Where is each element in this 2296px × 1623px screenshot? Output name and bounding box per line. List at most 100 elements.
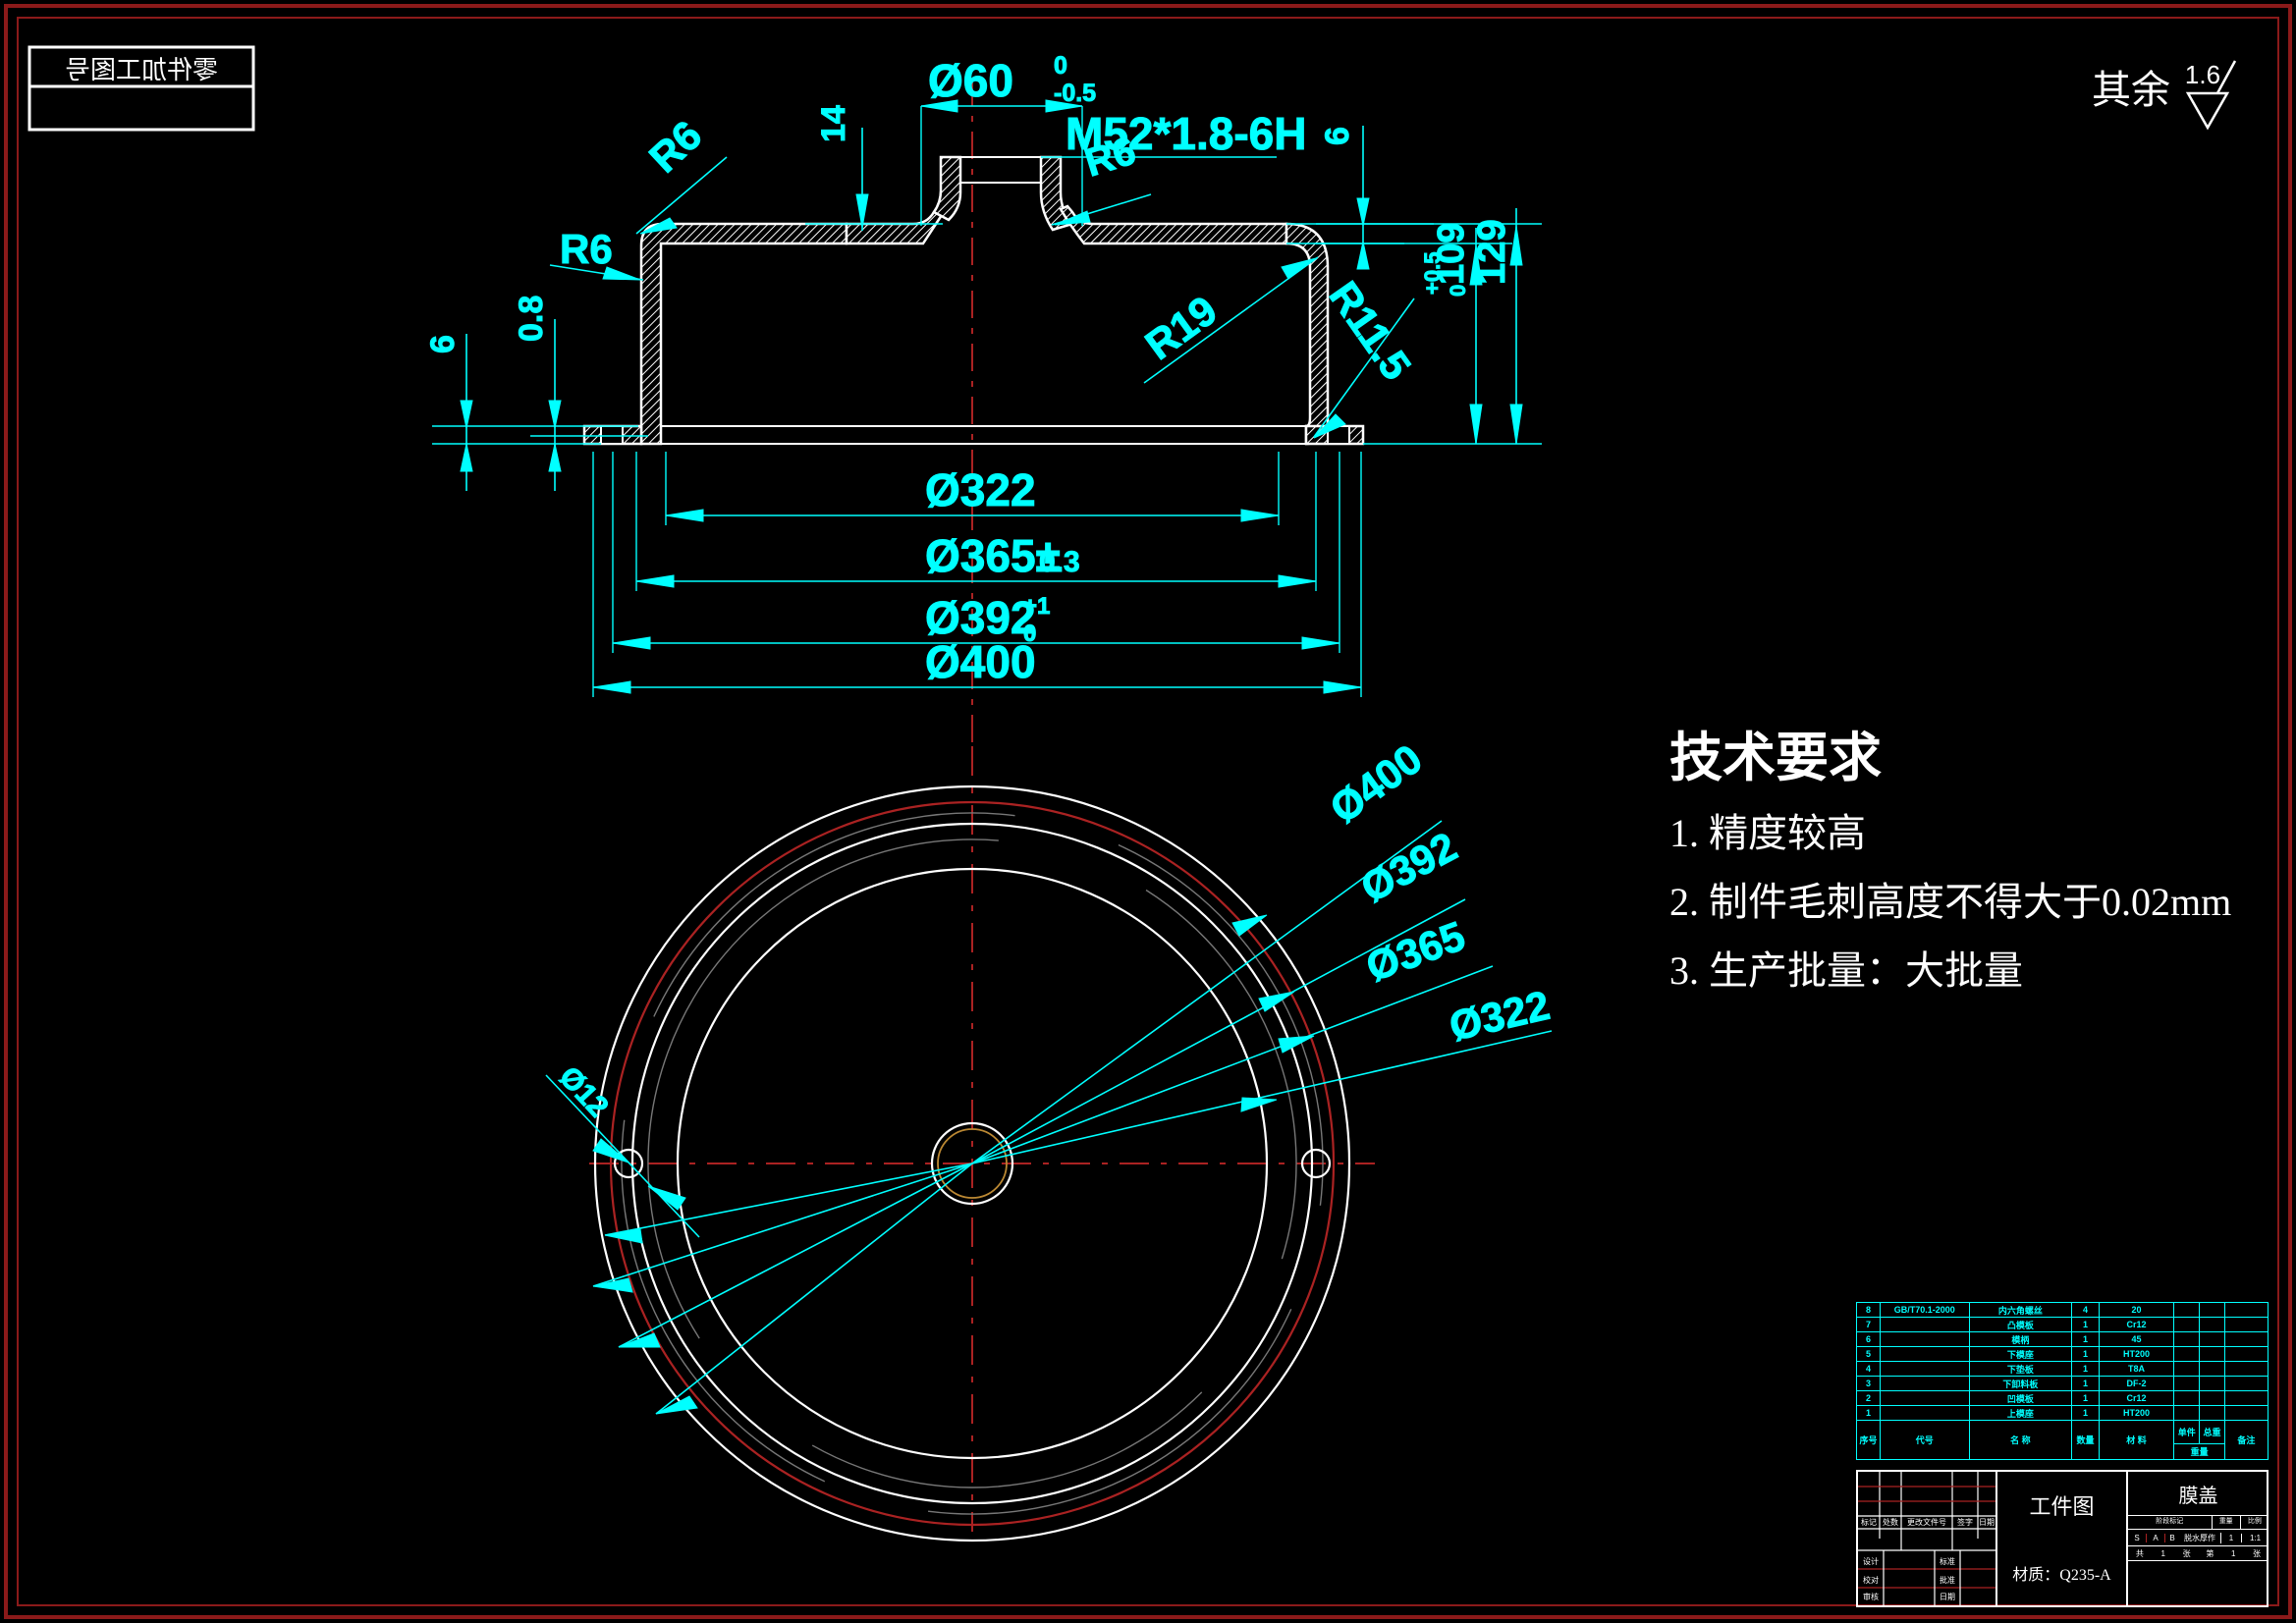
dim-dia392-arrow-l — [612, 636, 651, 650]
plan-circle-dia400 — [593, 784, 1351, 1542]
leader-mirror-a — [592, 1163, 973, 1287]
dim-109-sub: 0 — [1446, 285, 1470, 297]
sheet-1: 1 — [2160, 1548, 2165, 1558]
sheet-4: 1 — [2231, 1548, 2236, 1558]
bom-cell-note — [2223, 1346, 2269, 1362]
leader-mirror-b-arrow — [618, 1332, 661, 1348]
sign-row-1: 校对 — [1863, 1576, 1879, 1585]
bom-cell-note — [2223, 1331, 2269, 1347]
dim-r115-text: R11.5 — [1321, 273, 1420, 388]
roughness-triangle-icon — [2185, 91, 2230, 131]
stage-v-3: 脱水厚作 — [2179, 1532, 2221, 1543]
dim-dia365-arrow-r — [1278, 574, 1317, 588]
rev-h-1: 处数 — [1883, 1518, 1898, 1527]
dim-dia400-text: Ø400 — [925, 636, 1036, 687]
bom-cell-total-weight — [2199, 1302, 2225, 1318]
section-material-right-wall — [1285, 222, 1330, 446]
bom-cell-material: 45 — [2098, 1331, 2175, 1347]
rev-h-3: 签字 — [1957, 1518, 1973, 1527]
dim-14-arrow — [855, 193, 869, 229]
sign-row-2: 审核 — [1863, 1593, 1879, 1601]
leader-dia400-line — [971, 820, 1443, 1164]
bom-cell-code: GB/T70.1-2000 — [1879, 1302, 1970, 1318]
plan-view-leaders: Ø400 Ø392 Ø365 Ø322 — [545, 734, 1555, 1415]
bom-cell-qty: 4 — [2071, 1302, 2100, 1318]
dim-129-arrow-bot — [1509, 404, 1523, 445]
tech-requirements-title: 技术要求 — [1669, 729, 1882, 787]
sheet-line-row: 共 1 张 第 1 张 — [2128, 1546, 2269, 1561]
bom-cell-no: 5 — [1856, 1346, 1881, 1362]
bom-cell-no: 2 — [1856, 1390, 1881, 1406]
bom-cell-total-weight — [2199, 1331, 2225, 1347]
bom-cell-qty: 1 — [2071, 1390, 2100, 1406]
bom-cell-qty: 1 — [2071, 1317, 2100, 1332]
dim-dia60-arrow-l — [920, 99, 958, 113]
dim-r6-c-text: R6 — [560, 226, 613, 272]
bom-cell-material: HT200 — [2098, 1405, 2175, 1421]
sign-row-0: 设计 — [1863, 1557, 1879, 1566]
dim-dia392-arrow-r — [1301, 636, 1340, 650]
bom-cell-qty: 1 — [2071, 1376, 2100, 1391]
dim-dia400-arrow-l — [592, 680, 631, 694]
sign-row-r-1: 批准 — [1940, 1576, 1955, 1585]
dim-dia322-text: Ø322 — [925, 464, 1036, 515]
dim-r6-b-arrow — [639, 217, 678, 235]
sheet-border-outer — [4, 4, 2292, 1619]
leader-dia365-arrow — [1278, 1035, 1315, 1054]
bom-cell-name: 下卸料板 — [1968, 1376, 2073, 1391]
bom-cell-name: 内六角螺丝 — [1968, 1302, 2073, 1318]
section-material-left-wall — [639, 222, 848, 446]
bom-cell-unit-weight — [2173, 1405, 2201, 1421]
bom-cell-total-weight — [2199, 1405, 2225, 1421]
stage-v-2: B — [2169, 1533, 2175, 1542]
plan-view — [589, 746, 1375, 1542]
dim-109-sup: +0.5 — [1420, 252, 1445, 295]
bom-cell-total-weight — [2199, 1346, 2225, 1362]
leader-dia400-arrow — [1231, 914, 1268, 937]
bom-header-cell: 数量 — [2071, 1420, 2100, 1460]
bom-cell-unit-weight — [2173, 1331, 2201, 1347]
bom-cell-unit-weight — [2173, 1346, 2201, 1362]
dim-6r-arrow-top — [1356, 197, 1370, 227]
bom-header-row-2: 重量 — [1857, 1443, 2269, 1460]
bom-cell-no: 4 — [1856, 1361, 1881, 1377]
leader-mirror-c-arrow — [604, 1228, 643, 1244]
section-flange-left-gap — [600, 425, 624, 445]
section-dimensions: 14 Ø60 0 -0.5 M52*1.8-6H R6 R6 R6 — [424, 52, 1542, 697]
leader-dia392-line — [971, 898, 1466, 1164]
dim-r6-a-arrow — [1054, 210, 1091, 226]
bom-cell-unit-weight — [2173, 1302, 2201, 1318]
bom-cell-name: 模柄 — [1968, 1331, 2073, 1347]
sign-row-r-2: 日期 — [1940, 1593, 1955, 1601]
bom-cell-unit-weight — [2173, 1361, 2201, 1377]
leader-mirror-d-arrow — [655, 1395, 698, 1415]
stage-h-0: 阶段标记 — [2128, 1516, 2213, 1529]
dim-6r-arrow-bot — [1356, 241, 1370, 270]
dim-6l-text: 6 — [424, 335, 462, 353]
dim-dia322-arrow-r — [1240, 509, 1280, 522]
bom-cell-code — [1879, 1317, 1970, 1332]
dim-14-text: 14 — [815, 105, 852, 142]
dim-08-arrow-top — [548, 400, 562, 429]
bom-cell-qty: 1 — [2071, 1331, 2100, 1347]
bom-cell-no: 1 — [1856, 1405, 1881, 1421]
roughness-slash-icon — [2215, 60, 2237, 94]
leader-dia322-arrow — [1240, 1097, 1278, 1112]
dim-r115-leader — [1313, 298, 1415, 438]
stage-blank-area — [2128, 1561, 2269, 1608]
dim-6r-text: 6 — [1319, 127, 1356, 145]
section-view — [582, 79, 1365, 746]
section-hub-left — [932, 155, 962, 222]
stage-h-1: 重量 — [2213, 1516, 2241, 1529]
dim-dia365-arrow-l — [635, 574, 675, 588]
